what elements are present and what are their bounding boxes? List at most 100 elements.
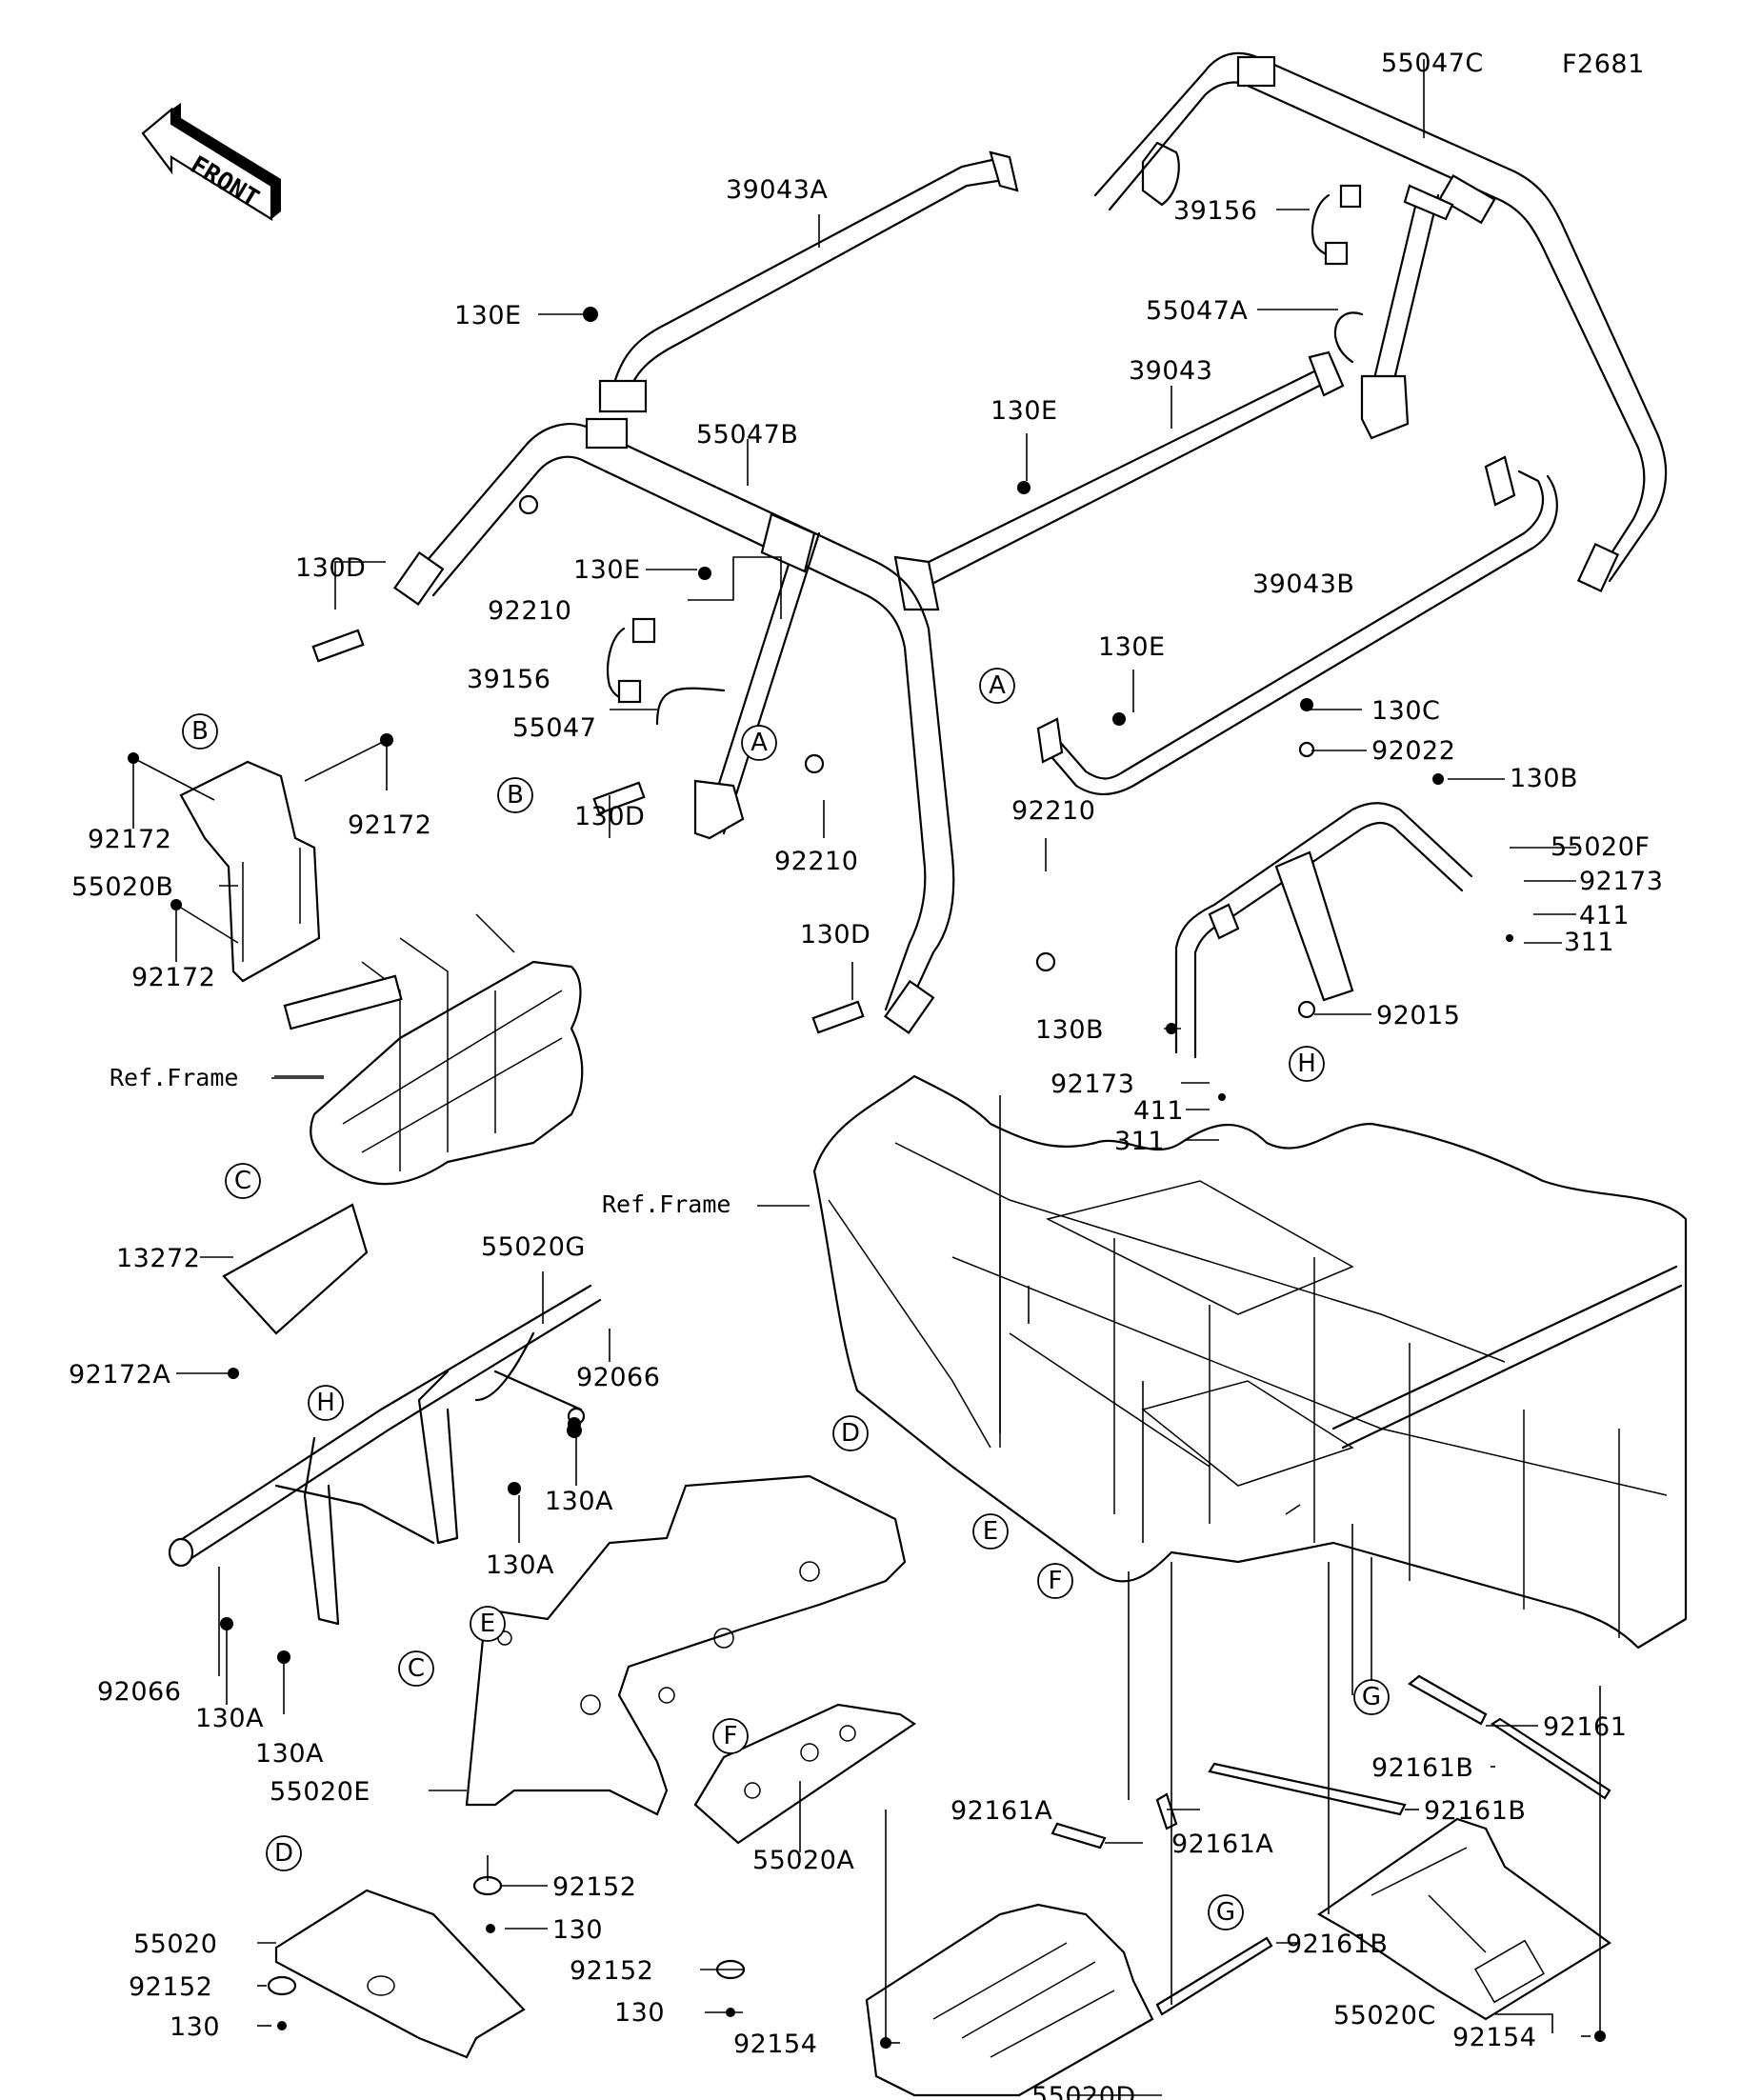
marker-C-lower: C <box>398 1650 434 1687</box>
part-55047C <box>1093 51 1668 592</box>
part-55020C <box>1316 1817 1611 2021</box>
fasteners <box>128 307 1606 2049</box>
callout-55047B: 55047B <box>696 420 798 450</box>
part-55020A <box>693 1703 916 1845</box>
callout-92210: 92210 <box>774 847 858 876</box>
marker-E-lower: E <box>470 1606 506 1642</box>
marker-A-upper: A <box>979 668 1015 704</box>
part-55020E <box>465 1474 907 1816</box>
callout-13272: 13272 <box>116 1244 200 1273</box>
svg-text:E: E <box>480 1610 495 1638</box>
figure-id: F2681 <box>1562 50 1645 79</box>
part-92161-strips <box>1051 1674 1611 2016</box>
part-55020F <box>1174 802 1473 1059</box>
callout-130A: 130A <box>255 1739 324 1769</box>
callout-311: 311 <box>1564 928 1614 957</box>
svg-text:B: B <box>191 717 209 746</box>
callout-92161: 92161 <box>1543 1712 1627 1742</box>
svg-text:D: D <box>841 1419 860 1448</box>
callout-55020E: 55020E <box>270 1777 370 1807</box>
marker-C-upper: C <box>225 1163 261 1199</box>
part-39156-left <box>607 617 656 704</box>
callout-92173: 92173 <box>1579 867 1663 896</box>
svg-text:F: F <box>1049 1567 1063 1595</box>
svg-text:A: A <box>989 671 1006 700</box>
callout-92172: 92172 <box>131 963 215 992</box>
callout-311: 311 <box>1114 1127 1165 1156</box>
svg-text:D: D <box>274 1839 293 1868</box>
reference-markers: A A B B C C D D E E F F G G H H <box>182 668 1390 1930</box>
marker-E-upper: E <box>972 1513 1009 1550</box>
callout-92022: 92022 <box>1371 736 1455 766</box>
callout-130A: 130A <box>545 1487 613 1516</box>
marker-B-left: B <box>182 713 218 750</box>
marker-B-right: B <box>497 777 533 813</box>
part-55020B <box>179 760 321 983</box>
marker-A-lower: A <box>741 725 777 761</box>
marker-H-upper: H <box>1289 1046 1325 1082</box>
callout-130B: 130B <box>1035 1015 1104 1045</box>
marker-G-upper: G <box>1353 1679 1390 1715</box>
callout-130A: 130A <box>195 1704 264 1733</box>
part-55047B <box>392 417 955 1034</box>
callout-130B: 130B <box>1510 764 1578 793</box>
svg-text:E: E <box>983 1517 998 1546</box>
callout-130: 130 <box>614 1998 665 2028</box>
callout-92161B: 92161B <box>1371 1753 1473 1783</box>
part-55047 <box>655 512 821 840</box>
part-55020G <box>168 1284 602 1626</box>
callout-130A: 130A <box>486 1550 554 1580</box>
callout-39156: 39156 <box>467 665 550 694</box>
leader-lines <box>132 59 1601 2096</box>
callout-55047: 55047 <box>512 713 596 743</box>
callout-92066: 92066 <box>576 1363 660 1392</box>
callout-92152: 92152 <box>129 1972 212 2002</box>
svg-text:G: G <box>1362 1683 1381 1711</box>
svg-text:F: F <box>724 1722 738 1750</box>
callout-130E: 130E <box>454 301 522 330</box>
callout-411: 411 <box>1133 1096 1184 1126</box>
callout-92172: 92172 <box>348 810 431 840</box>
callout-92015: 92015 <box>1376 1001 1460 1030</box>
ref-frame-front <box>283 913 584 1186</box>
callout-130D: 130D <box>574 802 645 831</box>
callout-55020F: 55020F <box>1551 832 1650 862</box>
callout-130E: 130E <box>1098 632 1166 662</box>
svg-text:C: C <box>234 1167 251 1195</box>
callout-92152: 92152 <box>552 1872 636 1902</box>
svg-text:H: H <box>316 1389 335 1417</box>
svg-text:G: G <box>1216 1898 1235 1927</box>
callout-130: 130 <box>170 2012 220 2042</box>
callout-labels: 39043A 55047C 39156 55047A 39043 130E 13… <box>69 49 1663 2100</box>
callout-130C: 130C <box>1371 696 1440 726</box>
callout-92161A: 92161A <box>1171 1830 1273 1859</box>
callout-92210: 92210 <box>1011 796 1095 826</box>
svg-text:A: A <box>750 729 768 757</box>
callout-55020A: 55020A <box>752 1846 854 1875</box>
callout-92066: 92066 <box>97 1677 181 1707</box>
marker-G-lower: G <box>1208 1894 1244 1930</box>
callout-39156: 39156 <box>1173 196 1257 226</box>
svg-text:B: B <box>507 781 524 810</box>
part-39043A <box>598 150 1019 413</box>
callout-92154: 92154 <box>1452 2023 1536 2052</box>
callout-92161A: 92161A <box>951 1796 1052 1826</box>
callout-92210: 92210 <box>488 596 571 626</box>
front-arrow-icon: FRONT <box>141 103 281 221</box>
callout-411: 411 <box>1579 901 1630 930</box>
callout-92161B: 92161B <box>1424 1796 1526 1826</box>
callout-92172: 92172 <box>88 825 171 854</box>
callout-130D: 130D <box>295 553 366 583</box>
svg-text:H: H <box>1297 1050 1316 1078</box>
callout-55047A: 55047A <box>1146 296 1248 326</box>
part-13272 <box>222 1203 369 1335</box>
marker-F-upper: F <box>1037 1563 1073 1599</box>
callout-39043B: 39043B <box>1252 570 1354 599</box>
callout-130E: 130E <box>573 555 641 585</box>
ref-frame-main <box>812 1074 1688 1650</box>
part-39043 <box>893 350 1345 611</box>
part-55020D <box>865 1903 1154 2097</box>
callout-130D: 130D <box>800 920 870 950</box>
callout-92172A: 92172A <box>69 1360 170 1390</box>
